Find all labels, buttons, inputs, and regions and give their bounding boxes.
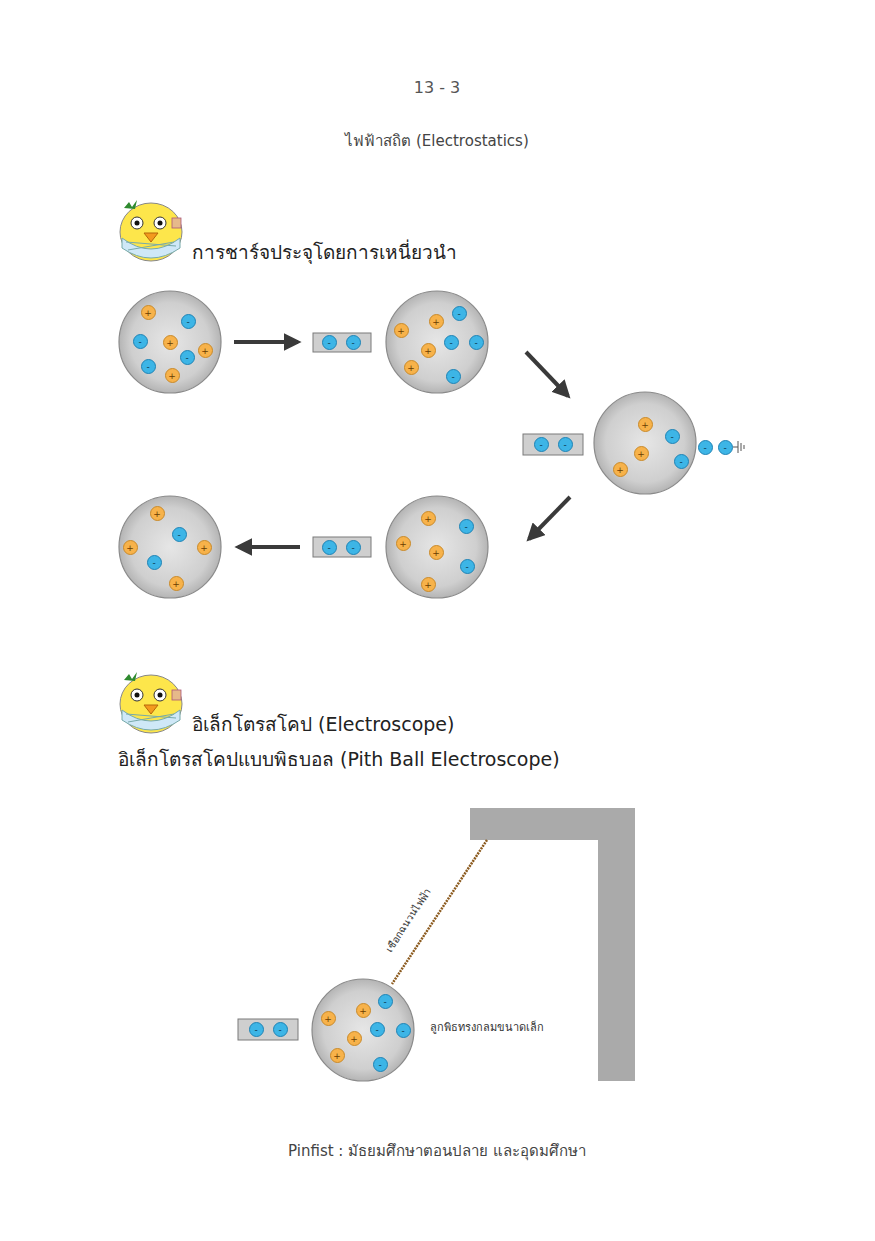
chick-icon <box>120 672 182 733</box>
positive-charge: + <box>165 368 180 383</box>
stand-post <box>598 808 635 1081</box>
positive-charge: + <box>141 305 156 320</box>
positive-charge: + <box>198 343 213 358</box>
step-arrow <box>529 497 570 539</box>
negative-charge: - <box>141 359 156 374</box>
charged-rod <box>238 1019 298 1040</box>
positive-charge: + <box>356 1003 371 1018</box>
page-title: ไฟฟ้าสถิต (Electrostatics) <box>345 132 529 150</box>
positive-charge: + <box>429 314 444 329</box>
positive-charge: + <box>421 343 436 358</box>
page-number: 13 - 3 <box>414 78 460 97</box>
ground-symbol <box>733 441 744 453</box>
positive-charge: + <box>429 545 444 560</box>
negative-charge: - <box>181 314 196 329</box>
positive-charge: + <box>638 417 653 432</box>
negative-charge: - <box>180 350 195 365</box>
positive-charge: + <box>150 506 165 521</box>
positive-charge: + <box>396 536 411 551</box>
positive-charge: + <box>330 1048 345 1063</box>
step-arrow <box>526 352 568 396</box>
pith-ball <box>312 979 414 1081</box>
polarized-sphere <box>386 291 488 393</box>
positive-charge: + <box>169 576 184 591</box>
negative-charge: - <box>460 559 475 574</box>
negative-charge: - <box>172 527 187 542</box>
section-heading: อิเล็กโตรสโคป (Electroscope) <box>192 713 454 736</box>
charged-rod <box>523 434 583 455</box>
negative-charge: - <box>322 540 337 555</box>
chick-icon <box>120 200 182 261</box>
positive-charge: + <box>123 540 138 555</box>
negative-charge: - <box>446 369 461 384</box>
positive-charge: + <box>613 462 628 477</box>
negative-charge: - <box>396 1023 411 1038</box>
charged-sphere <box>386 496 488 598</box>
positive-charge: + <box>163 335 178 350</box>
charged-rod <box>313 537 371 557</box>
step-arrow <box>238 545 300 549</box>
neutral-sphere <box>119 291 221 393</box>
negative-charge: - <box>249 1022 264 1037</box>
positive-charge: + <box>347 1031 362 1046</box>
negative-charge: - <box>459 519 474 534</box>
positive-charge: + <box>197 540 212 555</box>
negative-charge: - <box>534 437 549 452</box>
positive-charge: + <box>394 323 409 338</box>
negative-charge: - <box>558 437 573 452</box>
negative-charge: - <box>322 335 337 350</box>
positive-charge: + <box>404 360 419 375</box>
footer-note: Pinfist : มัธยมศึกษาตอนปลาย และอุดมศึกษา <box>288 1142 586 1160</box>
negative-charge: - <box>346 540 361 555</box>
charged-rod <box>313 333 371 352</box>
step-arrow <box>234 340 298 344</box>
negative-charge: - <box>346 335 361 350</box>
positive-charge: + <box>321 1011 336 1026</box>
negative-charge: - <box>698 440 713 455</box>
positive-charge: + <box>634 446 649 461</box>
negative-charge: - <box>273 1022 288 1037</box>
negative-charge: - <box>133 334 148 349</box>
negative-charge: - <box>378 994 393 1009</box>
negative-charge: - <box>444 335 459 350</box>
charged-sphere <box>119 496 221 598</box>
negative-charge: - <box>665 429 680 444</box>
part-label: ลูกพิธทรงกลมขนาดเล็ก <box>430 1021 544 1034</box>
thread-label: เชือกฉนวนไฟฟ้า <box>384 886 434 955</box>
grounded-sphere <box>594 392 696 494</box>
negative-charge: - <box>373 1057 388 1072</box>
negative-charge: - <box>469 335 484 350</box>
negative-charge: - <box>452 306 467 321</box>
negative-charge: - <box>718 440 733 455</box>
negative-charge: - <box>674 454 689 469</box>
positive-charge: + <box>421 511 436 526</box>
section-heading: การชาร์จประจุโดยการเหนี่ยวนำ <box>192 241 457 264</box>
negative-charge: - <box>147 555 162 570</box>
sub-heading: อิเล็กโตรสโคปแบบพิธบอล (Pith Ball Electr… <box>118 748 560 771</box>
negative-charge: - <box>370 1022 385 1037</box>
positive-charge: + <box>421 577 436 592</box>
